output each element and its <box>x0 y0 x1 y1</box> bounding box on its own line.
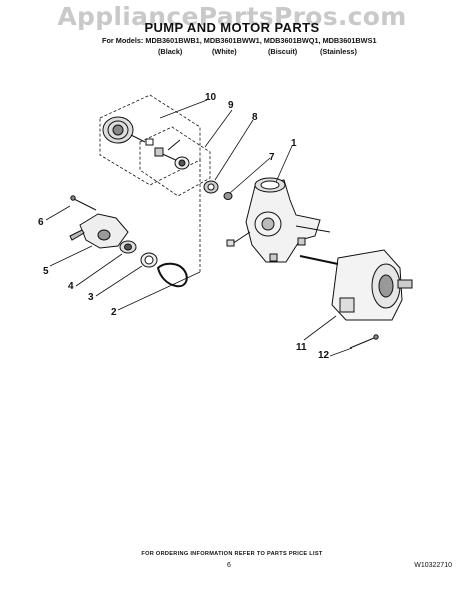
callout-3: 3 <box>88 292 94 303</box>
color-black: (Black) <box>158 47 183 56</box>
page-number: 6 <box>227 562 231 569</box>
callout-4: 4 <box>68 281 74 292</box>
part-4-bearing <box>119 240 137 254</box>
watermark: AppliancePartsPros.com <box>57 2 407 31</box>
callout-7: 7 <box>269 152 275 163</box>
color-white: (White) <box>212 47 237 56</box>
models-line: For Models: MDB3601BWB1, MDB3601BWW1, MD… <box>102 36 377 45</box>
color-biscuit: (Biscuit) <box>268 47 298 56</box>
part-5-bracket <box>69 213 129 249</box>
callout-5: 5 <box>43 266 49 277</box>
part-1-pump-housing <box>226 177 331 263</box>
document-number: W10322710 <box>414 562 452 569</box>
callout-10: 10 <box>205 92 217 103</box>
part-8-oring <box>203 180 219 194</box>
part-7-washer <box>223 192 233 200</box>
part-9-seal <box>154 139 190 170</box>
part-11-motor <box>299 249 413 321</box>
callout-6: 6 <box>38 217 44 228</box>
part-2-gasket <box>156 262 188 288</box>
callout-8: 8 <box>252 112 258 123</box>
part-3-ring <box>140 252 158 268</box>
page-title: PUMP AND MOTOR PARTS <box>144 20 320 35</box>
assembly-box-9 <box>139 126 211 197</box>
callout-1: 1 <box>291 138 297 149</box>
callout-11: 11 <box>296 342 307 353</box>
ordering-note: FOR ORDERING INFORMATION REFER TO PARTS … <box>141 551 323 557</box>
callout-12: 12 <box>318 350 330 361</box>
part-12-screw <box>349 334 379 349</box>
part-6-screw <box>70 195 97 211</box>
callout-9: 9 <box>228 100 234 111</box>
color-stainless: (Stainless) <box>320 47 357 56</box>
part-10-impeller <box>102 116 154 146</box>
callout-2: 2 <box>111 307 117 318</box>
